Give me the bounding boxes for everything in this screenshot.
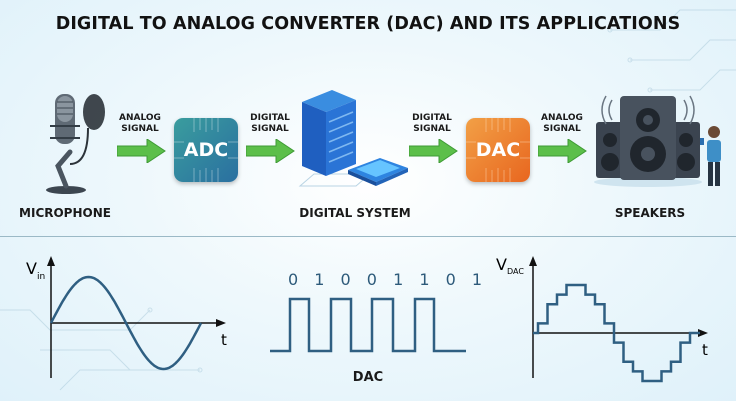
- digital-system-label: DIGITAL SYSTEM: [299, 206, 411, 220]
- dac-label: DAC: [475, 139, 521, 161]
- arrow-label-line: SIGNAL: [121, 124, 159, 134]
- arrow-label-line: SIGNAL: [251, 124, 289, 134]
- y-axis-arrow-icon: [529, 256, 537, 266]
- input-waveform-graph: V in t: [26, 256, 227, 378]
- bit-sequence: 0 1 0 0 1 1 0 1: [288, 270, 488, 289]
- arrow-label-1: ANALOG SIGNAL: [112, 113, 168, 135]
- arrow-label-2: DIGITAL SIGNAL: [242, 113, 298, 135]
- x-axis-label: t: [702, 341, 708, 359]
- square-wave: [270, 297, 466, 353]
- y-axis-sub: in: [37, 272, 45, 282]
- page-title: DIGITAL TO ANALOG CONVERTER (DAC) AND IT…: [55, 14, 681, 34]
- arrow-icon: [246, 139, 295, 163]
- microphone-label: MICROPHONE: [19, 206, 111, 220]
- arrow-label-line: ANALOG: [541, 113, 583, 123]
- speakers-icon: [594, 95, 721, 187]
- y-axis-arrow-icon: [47, 256, 55, 266]
- y-axis-label: V: [496, 255, 507, 274]
- adc-label: ADC: [183, 139, 229, 161]
- server-icon: [298, 90, 408, 187]
- arrow-label-line: ANALOG: [119, 113, 161, 123]
- y-axis-sub: DAC: [507, 267, 524, 276]
- circuit-decoration: [607, 9, 736, 93]
- microphone-icon: [46, 94, 105, 194]
- arrow-label-line: SIGNAL: [413, 124, 451, 134]
- circuit-lines-icon: [466, 118, 530, 182]
- x-axis-label: t: [221, 331, 227, 349]
- arrow-icon: [117, 139, 166, 163]
- adc-chip: ADC: [174, 118, 238, 182]
- arrow-label-line: SIGNAL: [543, 124, 581, 134]
- section-divider: [0, 236, 736, 237]
- sine-wave: [49, 275, 203, 371]
- digital-waveform: [270, 297, 466, 353]
- x-axis-arrow-icon: [216, 319, 226, 327]
- arrow-label-line: DIGITAL: [412, 113, 452, 123]
- output-waveform-graph: V DAC t: [496, 255, 708, 383]
- arrow-label-3: DIGITAL SIGNAL: [404, 113, 460, 135]
- arrow-label-4: ANALOG SIGNAL: [534, 113, 590, 135]
- arrow-icon: [409, 139, 458, 163]
- stepped-wave: [533, 283, 700, 383]
- dac-caption: DAC: [352, 370, 384, 385]
- x-axis-arrow-icon: [698, 329, 708, 337]
- dac-chip: DAC: [466, 118, 530, 182]
- y-axis-label: V: [26, 259, 37, 278]
- arrow-icon: [538, 139, 587, 163]
- speakers-label: SPEAKERS: [614, 206, 686, 220]
- arrow-label-line: DIGITAL: [250, 113, 290, 123]
- circuit-lines-icon: [174, 118, 238, 182]
